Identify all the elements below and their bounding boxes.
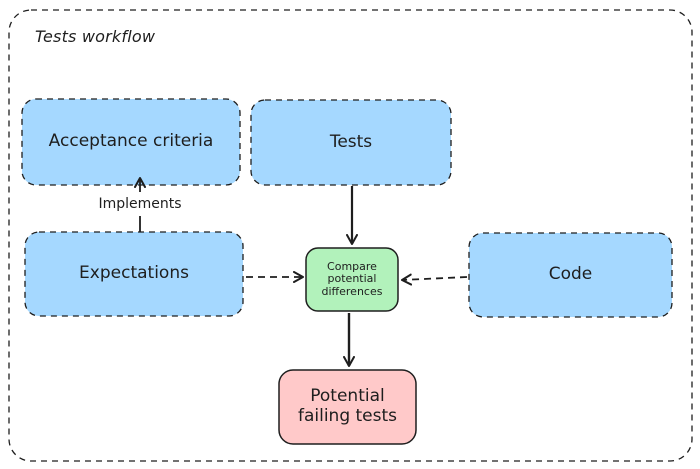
compare-label-line-2: potential (327, 272, 377, 286)
compare-label: Compare potential differences (306, 248, 398, 311)
expectations-box (24, 231, 244, 317)
acceptance-criteria-label: Acceptance criteria (48, 131, 214, 152)
compare-box (305, 247, 399, 312)
failing-tests-label-line-2: failing tests (297, 406, 398, 426)
diagram-title: Tests workflow (35, 27, 156, 46)
expectations-label: Expectations (79, 263, 189, 284)
code-box (468, 232, 673, 318)
failing-tests-label-line-1: Potential (310, 386, 385, 407)
compare-label-line-1: Compare (327, 259, 377, 273)
workflow-frame (8, 9, 693, 462)
failing-tests-box (278, 369, 417, 445)
failing-tests-label: Potential failing tests (279, 370, 416, 444)
tests-box (250, 99, 452, 186)
code-label: Code (548, 264, 593, 285)
code-to-compare-arrow (401, 273, 468, 286)
compare-label-line-3: differences (321, 284, 383, 298)
tests-label: Tests (329, 131, 373, 152)
implements-edge-label: Implements (98, 195, 182, 212)
